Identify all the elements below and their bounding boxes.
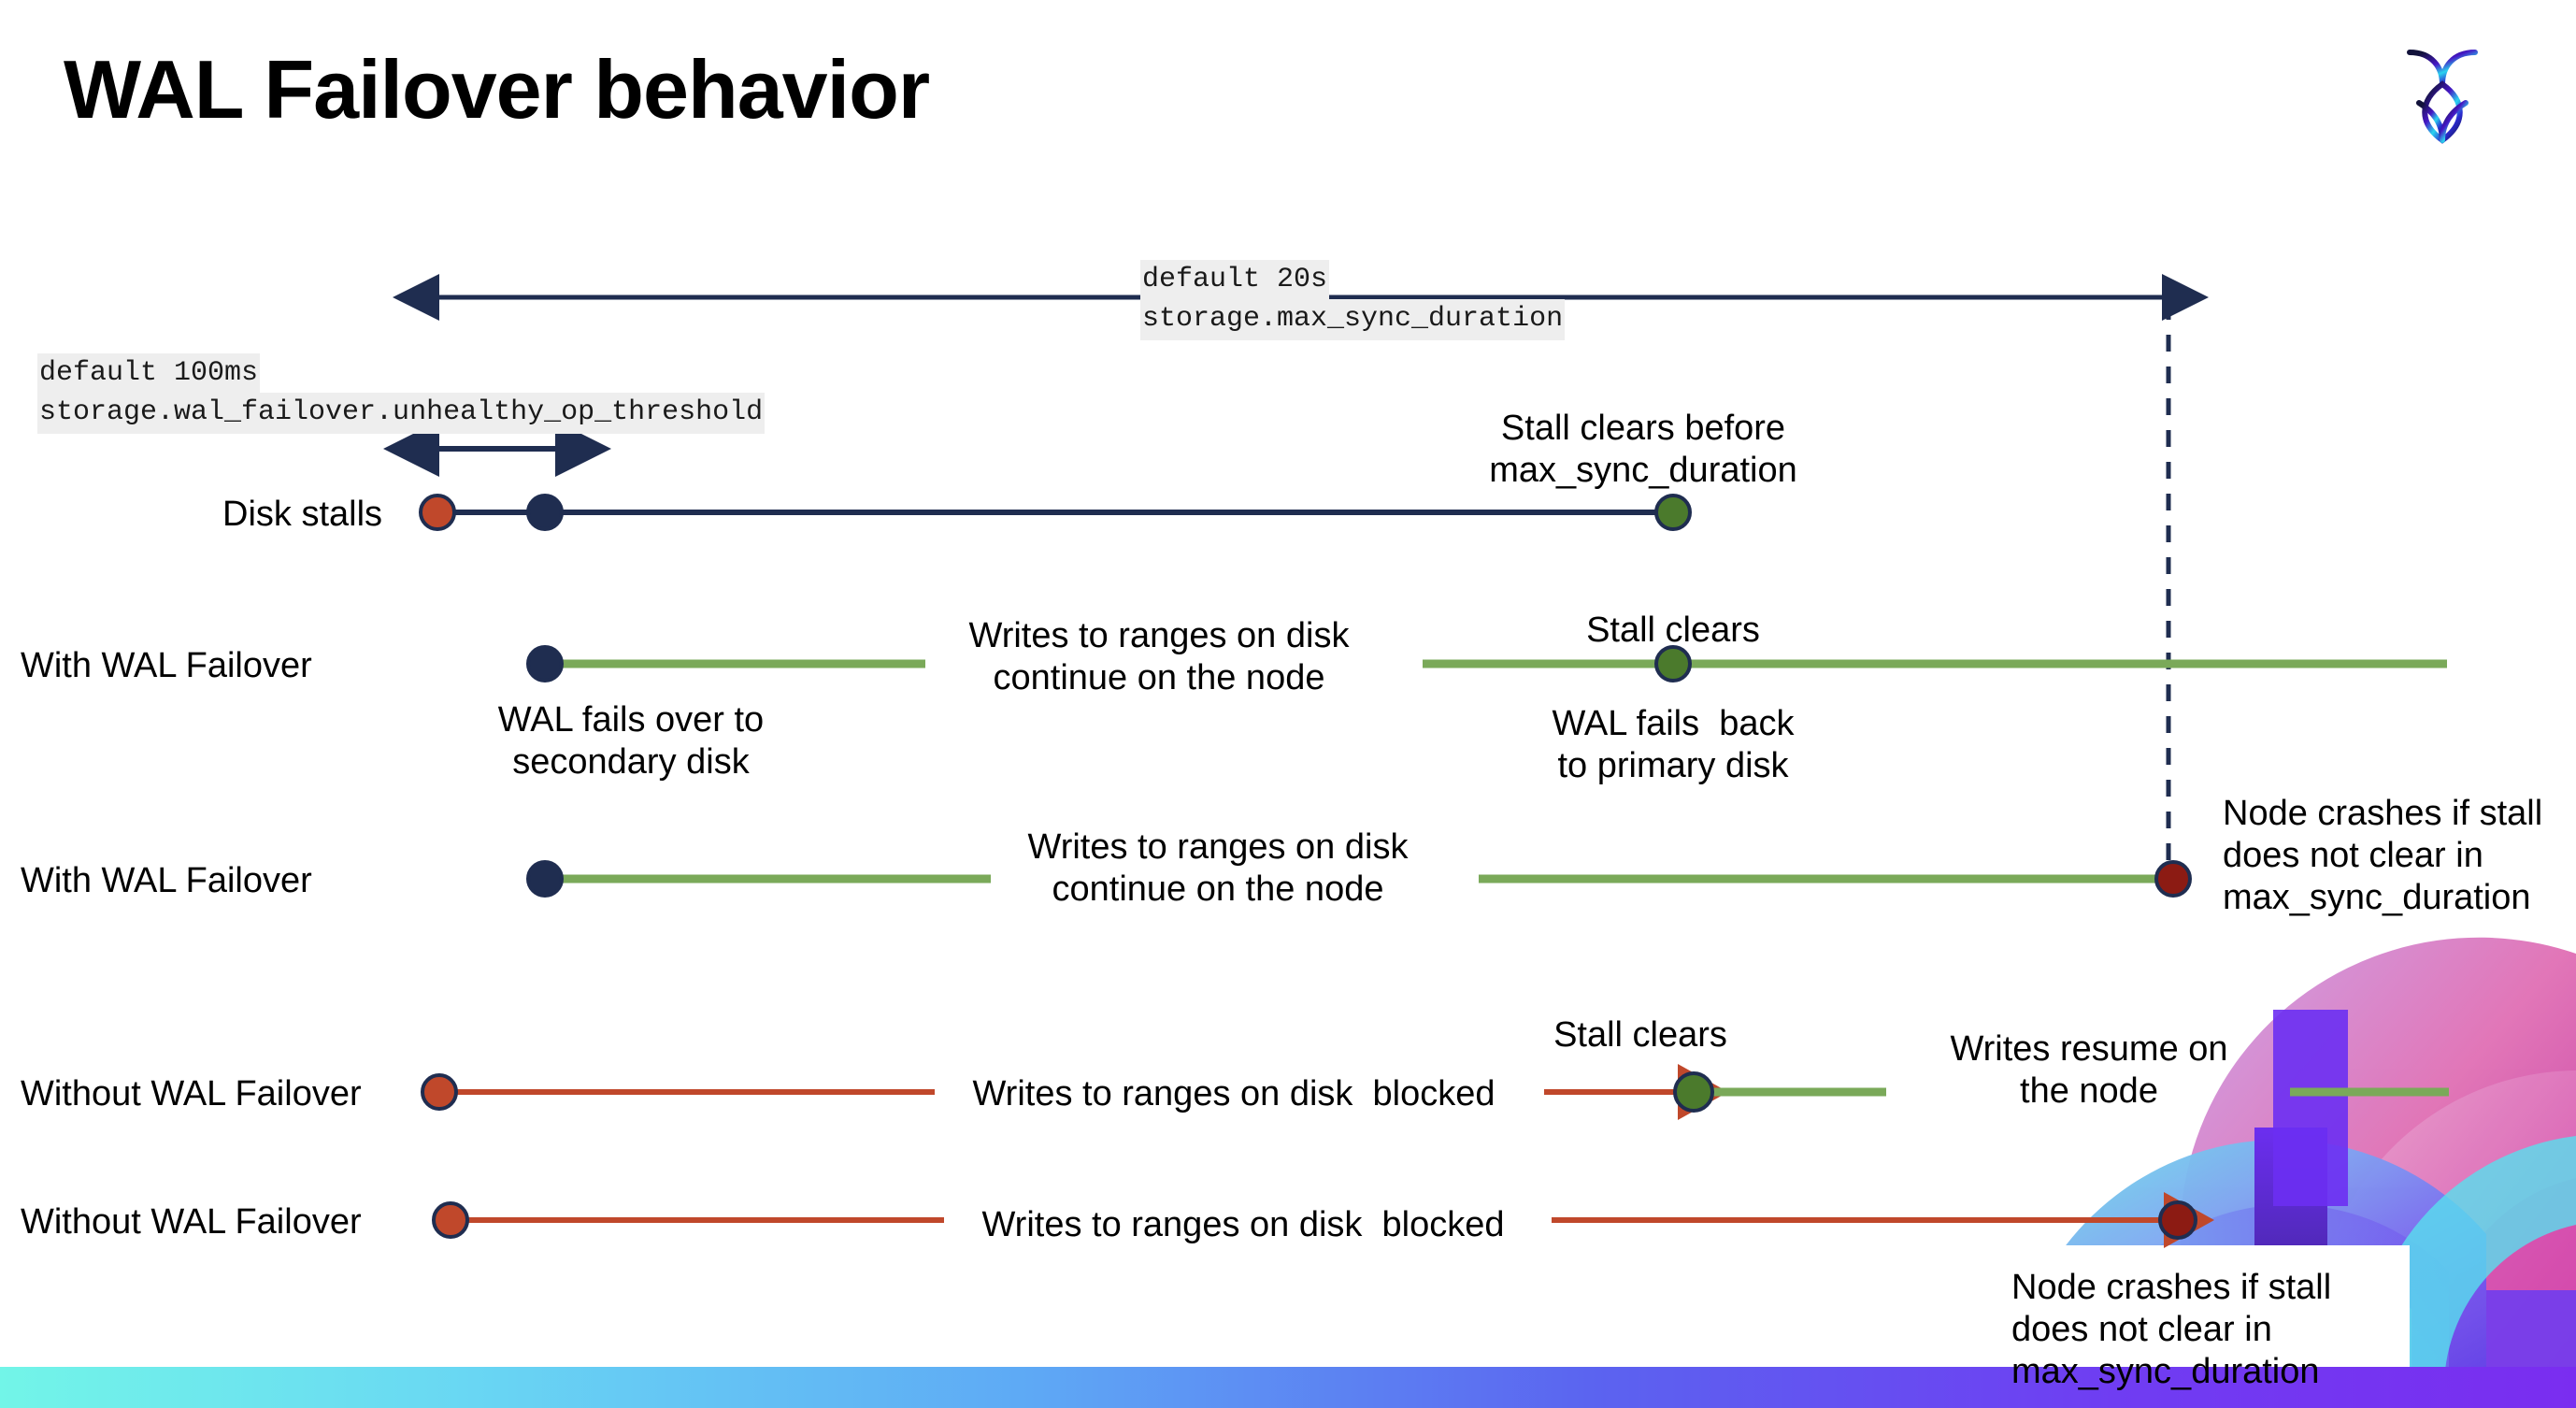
marker-node-crash [2158,1200,2197,1240]
marker-stall-start [421,1073,458,1111]
marker-stall-clears [1654,494,1692,531]
footer-gradient-bar [0,1367,2576,1408]
timeline-row-with-wal-failover-2 [526,860,2192,898]
annotation-writes-resume: Writes resume on the node [1950,1029,2228,1111]
row-label-with-wal-failover-1: With WAL Failover [21,646,312,685]
marker-node-crash [2154,860,2192,898]
marker-stall-start [419,494,456,531]
row-label-without-wal-failover-1: Without WAL Failover [21,1074,362,1113]
setting-unhealthy-threshold-name: storage.wal_failover.unhealthy_op_thresh… [37,393,766,434]
setting-max-sync-name: storage.max_sync_duration [1140,299,1566,340]
marker-stall-start [432,1201,469,1239]
annotation-stall-clears-before: Stall clears before max_sync_duration [1489,409,1797,490]
logo-svg [2407,50,2478,144]
annotation-writes-continue-2: Writes to ranges on disk continue on the… [1027,827,1409,909]
annotation-writes-blocked-2: Writes to ranges on disk blocked [981,1205,1505,1244]
timeline-row-disk-stalls [419,494,1692,531]
marker-wal-fails-over [526,645,564,682]
annotation-wal-fails-back: WAL fails back to primary disk [1552,704,1795,785]
page-title: WAL Failover behavior [64,43,930,136]
marker-stall-clears [1654,645,1692,682]
setting-unhealthy-threshold-default: default 100ms [37,353,261,395]
annotation-wal-fails-over: WAL fails over to secondary disk [497,700,765,782]
marker-wal-fails-over [526,860,564,898]
cockroachdb-logo [2382,26,2503,148]
annotation-stall-clears-2: Stall clears [1553,1015,1727,1055]
annotation-writes-blocked-1: Writes to ranges on disk blocked [972,1074,1496,1113]
annotation-stall-clears-1: Stall clears [1586,611,1760,650]
row-label-with-wal-failover-2: With WAL Failover [21,861,312,900]
timeline-row-with-wal-failover-1 [526,645,2447,682]
marker-stall-clears [1673,1071,1714,1113]
marker-threshold-hit [526,494,564,531]
timeline-row-without-wal-failover-2 [432,1192,2214,1248]
annotation-writes-continue-1: Writes to ranges on disk continue on the… [968,616,1350,697]
timeline-row-without-wal-failover-1 [421,1064,2449,1120]
setting-max-sync-default: default 20s [1140,260,1330,301]
row-label-without-wal-failover-2: Without WAL Failover [21,1202,362,1242]
annotation-node-crashes-1: Node crashes if stall does not clear in … [2223,794,2543,917]
row-label-disk-stalls: Disk stalls [222,495,383,534]
annotation-node-crashes-2: Node crashes if stall does not clear in … [2011,1268,2332,1391]
